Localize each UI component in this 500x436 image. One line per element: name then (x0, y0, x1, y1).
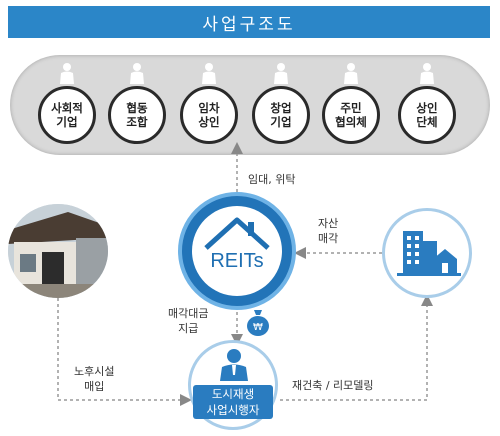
purchase-arrow (57, 298, 192, 406)
stakeholder-label: 상인 단체 (398, 86, 456, 144)
rebuild-label: 재건축 / 리모델링 (292, 379, 374, 392)
sale-label: 자산 매각 (318, 217, 339, 245)
money-bag-icon: ₩ (247, 310, 269, 336)
person-icon (344, 63, 358, 84)
person-icon (202, 63, 216, 84)
developer-label: 도시재생 사업시행자 (193, 385, 273, 419)
stakeholder-label: 임차 상인 (180, 86, 238, 144)
stakeholder-cooperative: 협동 조합 (108, 62, 166, 144)
svg-text:₩: ₩ (253, 322, 263, 333)
person-icon (60, 63, 74, 84)
stakeholder-label: 주민 협의체 (322, 86, 380, 144)
rebuild-arrow (280, 294, 433, 401)
person-icon (420, 63, 434, 84)
reits-node: REITs (178, 192, 296, 310)
person-tie-icon (220, 349, 248, 381)
diagram-title: 사업구조도 (8, 6, 490, 38)
stakeholder-label: 협동 조합 (108, 86, 166, 144)
stakeholder-social-enterprise: 사회적 기업 (38, 62, 96, 144)
purchase-label: 노후시설 매입 (74, 365, 115, 393)
stakeholder-label: 창업 기업 (252, 86, 310, 144)
payment-label: 매각대금 지급 (168, 307, 209, 335)
stakeholder-label: 사회적 기업 (38, 86, 96, 144)
stakeholder-resident-council: 주민 협의체 (322, 62, 380, 144)
stakeholder-startup: 창업 기업 (252, 62, 310, 144)
buildings-icon (397, 231, 461, 276)
urban-regeneration-developer-node: 도시재생 사업시행자 (188, 340, 278, 430)
stakeholder-merchant-group: 상인 단체 (398, 62, 456, 144)
old-house-image (8, 204, 108, 298)
house-roof-icon (204, 217, 270, 250)
person-icon (274, 63, 288, 84)
lease-label: 임대, 위탁 (248, 173, 296, 186)
person-icon (130, 63, 144, 84)
reits-label: REITs (210, 250, 264, 272)
asset-buildings-node (382, 208, 472, 298)
old-building-photo (8, 204, 108, 298)
stakeholder-tenant-merchant: 임차 상인 (180, 62, 238, 144)
